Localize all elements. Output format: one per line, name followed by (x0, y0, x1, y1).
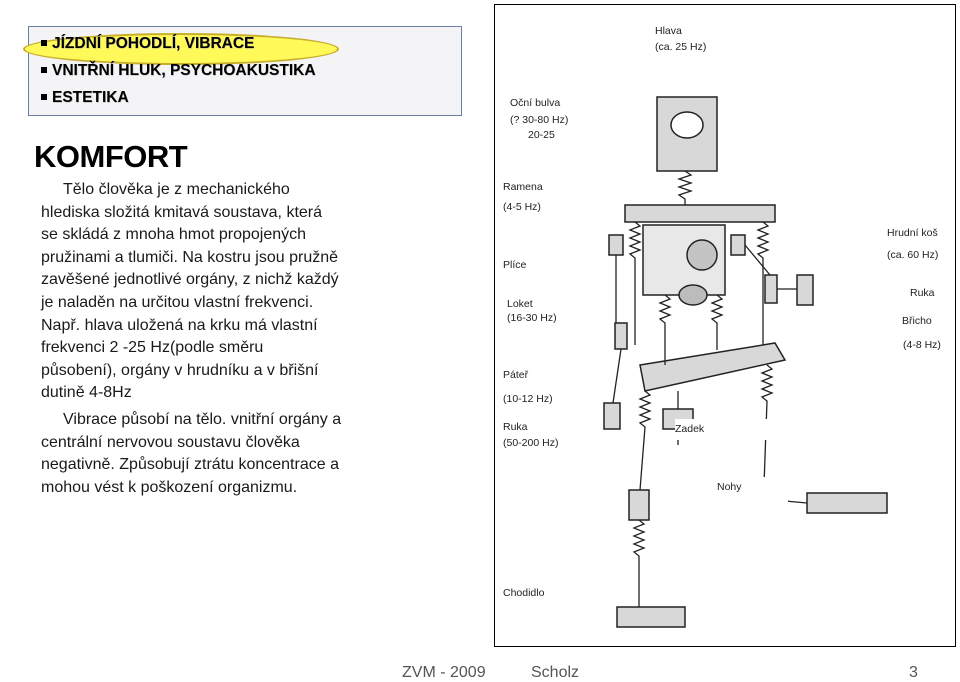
label-pater-freq: (10-12 Hz) (503, 389, 553, 410)
label-hrudni: Hrudní koš (887, 223, 938, 244)
left-shoulder-block (608, 234, 624, 256)
right-thigh-spring (760, 364, 774, 486)
torso-spring-2 (710, 294, 724, 350)
text-line: je naladěn na určitou vlastní frekvenci. (41, 293, 314, 311)
footer-page-number: 3 (909, 664, 918, 681)
body-vibration-model-figure: Hlava (ca. 25 Hz) Oční bulva (? 30-80 Hz… (494, 4, 956, 647)
text-line: negativně. Způsobují ztrátu koncentrace … (41, 456, 339, 474)
shoulder-beam (624, 204, 776, 223)
left-elbow-block (614, 322, 628, 350)
right-upper-arm (744, 244, 771, 276)
footer-date: ZVM - 2009 (402, 664, 486, 681)
label-bricho-freq: (4-8 Hz) (903, 335, 941, 356)
label-loket-freq: (16-30 Hz) (507, 311, 557, 325)
label-hrudni-freq: (ca. 60 Hz) (887, 245, 939, 266)
label-loket: Loket (507, 297, 533, 311)
text-line: Vibrace působí na tělo. vnitřní orgány a (63, 410, 342, 428)
left-thigh-spring (638, 390, 652, 491)
eye-mass (670, 111, 704, 139)
hip-beam (639, 342, 787, 392)
text-line: působení), orgány v hrudníku a v břišní (41, 361, 319, 379)
label-pater: Páteř (503, 365, 529, 386)
text-line: Např. hlava uložená na krku má vlastní (41, 316, 318, 334)
label-hlava-freq: (ca. 25 Hz) (655, 39, 707, 55)
left-shin-spring (632, 519, 646, 607)
label-plice: Plíce (503, 255, 527, 276)
text-line: Tělo člověka je z mechanického (63, 181, 290, 198)
slide-title: KOMFORT (34, 139, 188, 174)
label-bricho: Břicho (902, 311, 932, 332)
label-nohy: Nohy (687, 477, 788, 558)
label-ocni: Oční bulva (510, 95, 561, 112)
right-elbow-block (764, 274, 778, 304)
left-knee-block (628, 489, 650, 521)
label-ramena-freq: (4-5 Hz) (503, 197, 541, 218)
text-line: se skládá z mnoha hmot propojených (41, 226, 307, 244)
text-line: zavěšené jednotlivé orgány, z nichž každ… (41, 271, 339, 289)
label-ocni-freq2: 20-25 (528, 127, 555, 144)
right-shoulder-block (730, 234, 746, 256)
bullet-vibrace: JÍZDNÍ POHODLÍ, VIBRACE (41, 35, 254, 53)
label-zadek: Zadek (675, 419, 785, 440)
topic-box: JÍZDNÍ POHODLÍ, VIBRACE VNITŘNÍ HLUK, PS… (23, 26, 462, 116)
bullet-hluk: VNITŘNÍ HLUK, PSYCHOAKUSTIKA (41, 62, 316, 80)
label-ruka2: Ruka (503, 419, 528, 435)
text-line: centrální nervovou soustavu člověka (41, 433, 300, 451)
text-line: dutině 4-8Hz (41, 384, 132, 402)
chest-box (642, 224, 726, 296)
label-ruka: Ruka (910, 283, 935, 304)
text-line: mohou vést k poškození organizmu. (41, 478, 298, 496)
footer-author: Scholz (531, 664, 580, 681)
right-hand-block (796, 274, 814, 306)
body-text: Tělo člověka je z mechanického hlediska … (41, 179, 481, 499)
left-foot-block (616, 606, 686, 628)
mechanical-body-diagram (603, 96, 888, 628)
torso-spring-1 (658, 294, 672, 365)
label-ocni-freq1: (? 30-80 Hz) (510, 112, 569, 129)
neck-spring (676, 170, 694, 205)
label-ruka2-freq: (50-200 Hz) (503, 435, 559, 451)
text-line: pružinami a tlumiči. Na kostru jsou pruž… (41, 248, 339, 266)
label-ramena: Ramena (503, 177, 543, 198)
text-line: frekvenci 2 -25 Hz(podle směru (41, 339, 264, 357)
abdomen-mass (678, 284, 708, 306)
left-hand-block (603, 402, 621, 430)
bullet-estetika: ESTETIKA (41, 89, 129, 107)
label-hlava: Hlava (655, 23, 682, 39)
right-foot-block (806, 492, 888, 514)
text-line: hlediska složitá kmitavá soustava, která (41, 203, 323, 221)
left-spine-spring (628, 221, 642, 345)
heart-mass (686, 239, 718, 271)
left-forearm (612, 348, 622, 404)
label-chodidlo: Chodidlo (503, 583, 545, 604)
